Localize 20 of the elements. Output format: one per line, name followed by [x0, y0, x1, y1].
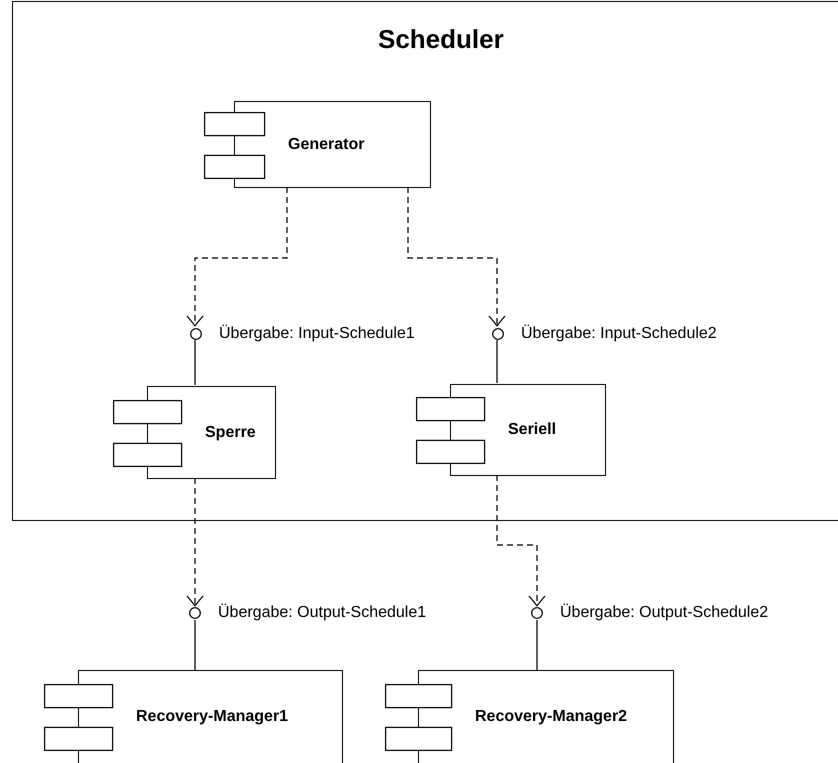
interface-label: Übergabe: Output-Schedule2 — [560, 606, 768, 620]
connector-line — [536, 620, 538, 670]
component-name: Sperre — [205, 422, 256, 442]
interface-label: Übergabe: Input-Schedule2 — [521, 327, 717, 341]
interface-label: Übergabe: Input-Schedule1 — [219, 327, 415, 341]
interface-label: Übergabe: Output-Schedule1 — [218, 606, 426, 620]
container-box — [12, 1, 838, 521]
component-name: Recovery-Manager1 — [136, 706, 288, 726]
container-title: Scheduler — [378, 24, 504, 54]
component-box — [113, 386, 276, 479]
component-name: Generator — [288, 134, 364, 154]
component-name: Seriell — [508, 420, 556, 440]
connector-line — [194, 340, 196, 385]
connector-line — [496, 340, 498, 383]
component-box — [204, 101, 431, 188]
component-box — [44, 670, 343, 763]
component-box — [416, 384, 606, 476]
component-name: Recovery-Manager2 — [475, 706, 628, 726]
component-box — [385, 670, 674, 763]
connector-line — [194, 620, 196, 670]
